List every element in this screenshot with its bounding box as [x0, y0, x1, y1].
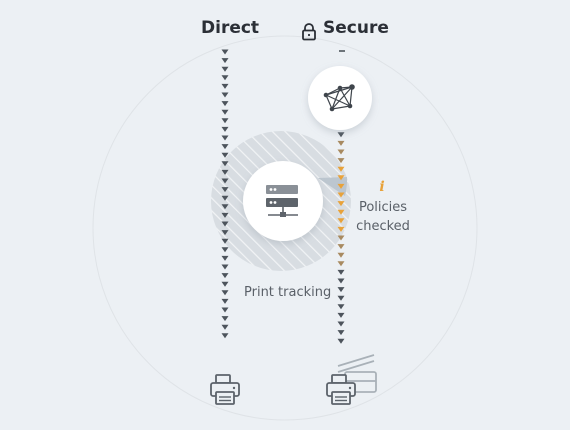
direct-arrow	[221, 324, 229, 330]
direct-arrow	[221, 161, 229, 167]
secure-arrow	[337, 269, 345, 275]
direct-arrow	[221, 152, 229, 158]
secure-arrow	[337, 312, 345, 318]
secure-arrow	[337, 287, 345, 293]
printer-icon	[210, 374, 240, 405]
print-server-node	[243, 161, 323, 241]
direct-arrow	[221, 212, 229, 218]
secure-arrow	[337, 158, 345, 164]
policies-checked-label: Policies checked	[352, 198, 414, 236]
direct-arrow-column	[221, 49, 229, 339]
secure-arrow	[337, 261, 345, 267]
policies-line-1: Policies	[358, 200, 408, 215]
secure-arrow	[337, 304, 345, 310]
secure-arrow	[337, 295, 345, 301]
direct-arrow	[221, 307, 229, 313]
secure-arrow	[337, 244, 345, 250]
secure-arrow	[337, 235, 345, 241]
direct-arrow	[221, 264, 229, 270]
secure-arrow	[337, 209, 345, 215]
secure-arrow	[337, 338, 345, 344]
direct-arrow	[221, 247, 229, 253]
direct-arrow	[221, 195, 229, 201]
direct-arrow	[221, 135, 229, 141]
network-node	[308, 66, 372, 130]
direct-arrow	[221, 75, 229, 81]
secure-arrow	[337, 175, 345, 181]
secure-heading: Secure	[323, 18, 389, 38]
print-server-icon	[266, 185, 298, 217]
info-icon: i	[379, 179, 384, 195]
direct-arrow	[221, 118, 229, 124]
secure-printer-icon	[326, 374, 356, 405]
direct-arrow	[221, 49, 229, 55]
secure-arrow	[337, 166, 345, 172]
secure-arrow	[337, 218, 345, 224]
secure-arrow-column	[337, 132, 345, 344]
secure-arrow	[337, 201, 345, 207]
direct-arrow	[221, 298, 229, 304]
secure-arrow	[337, 183, 345, 189]
direct-arrow	[221, 144, 229, 150]
lock-icon	[302, 23, 316, 41]
direct-heading: Direct	[201, 18, 260, 38]
outer-ring	[92, 35, 478, 421]
direct-arrow	[221, 126, 229, 132]
direct-arrow	[221, 58, 229, 64]
direct-arrow	[221, 255, 229, 261]
direct-arrow	[221, 169, 229, 175]
secure-arrow	[337, 321, 345, 327]
secure-arrow	[337, 252, 345, 258]
direct-arrow	[221, 66, 229, 72]
direct-arrow	[221, 316, 229, 322]
direct-arrow	[221, 109, 229, 115]
network-mesh-icon	[323, 84, 355, 112]
direct-arrow	[221, 221, 229, 227]
direct-arrow	[221, 333, 229, 339]
direct-arrow	[221, 187, 229, 193]
direct-arrow	[221, 230, 229, 236]
print-tracking-label: Print tracking	[244, 285, 332, 300]
secure-arrow	[337, 330, 345, 336]
direct-arrow	[221, 238, 229, 244]
direct-arrow	[221, 204, 229, 210]
secure-arrow	[337, 278, 345, 284]
direct-arrow	[221, 92, 229, 98]
secure-arrow	[337, 132, 345, 138]
policies-line-2: checked	[356, 219, 410, 234]
secure-arrow	[337, 149, 345, 155]
secure-arrow	[337, 226, 345, 232]
tracking-wedge	[318, 177, 348, 196]
secure-arrow	[337, 140, 345, 146]
direct-arrow	[221, 178, 229, 184]
direct-arrow	[221, 290, 229, 296]
direct-arrow	[221, 281, 229, 287]
secure-arrow	[337, 192, 345, 198]
direct-arrow	[221, 273, 229, 279]
direct-arrow	[221, 83, 229, 89]
direct-arrow	[221, 101, 229, 107]
